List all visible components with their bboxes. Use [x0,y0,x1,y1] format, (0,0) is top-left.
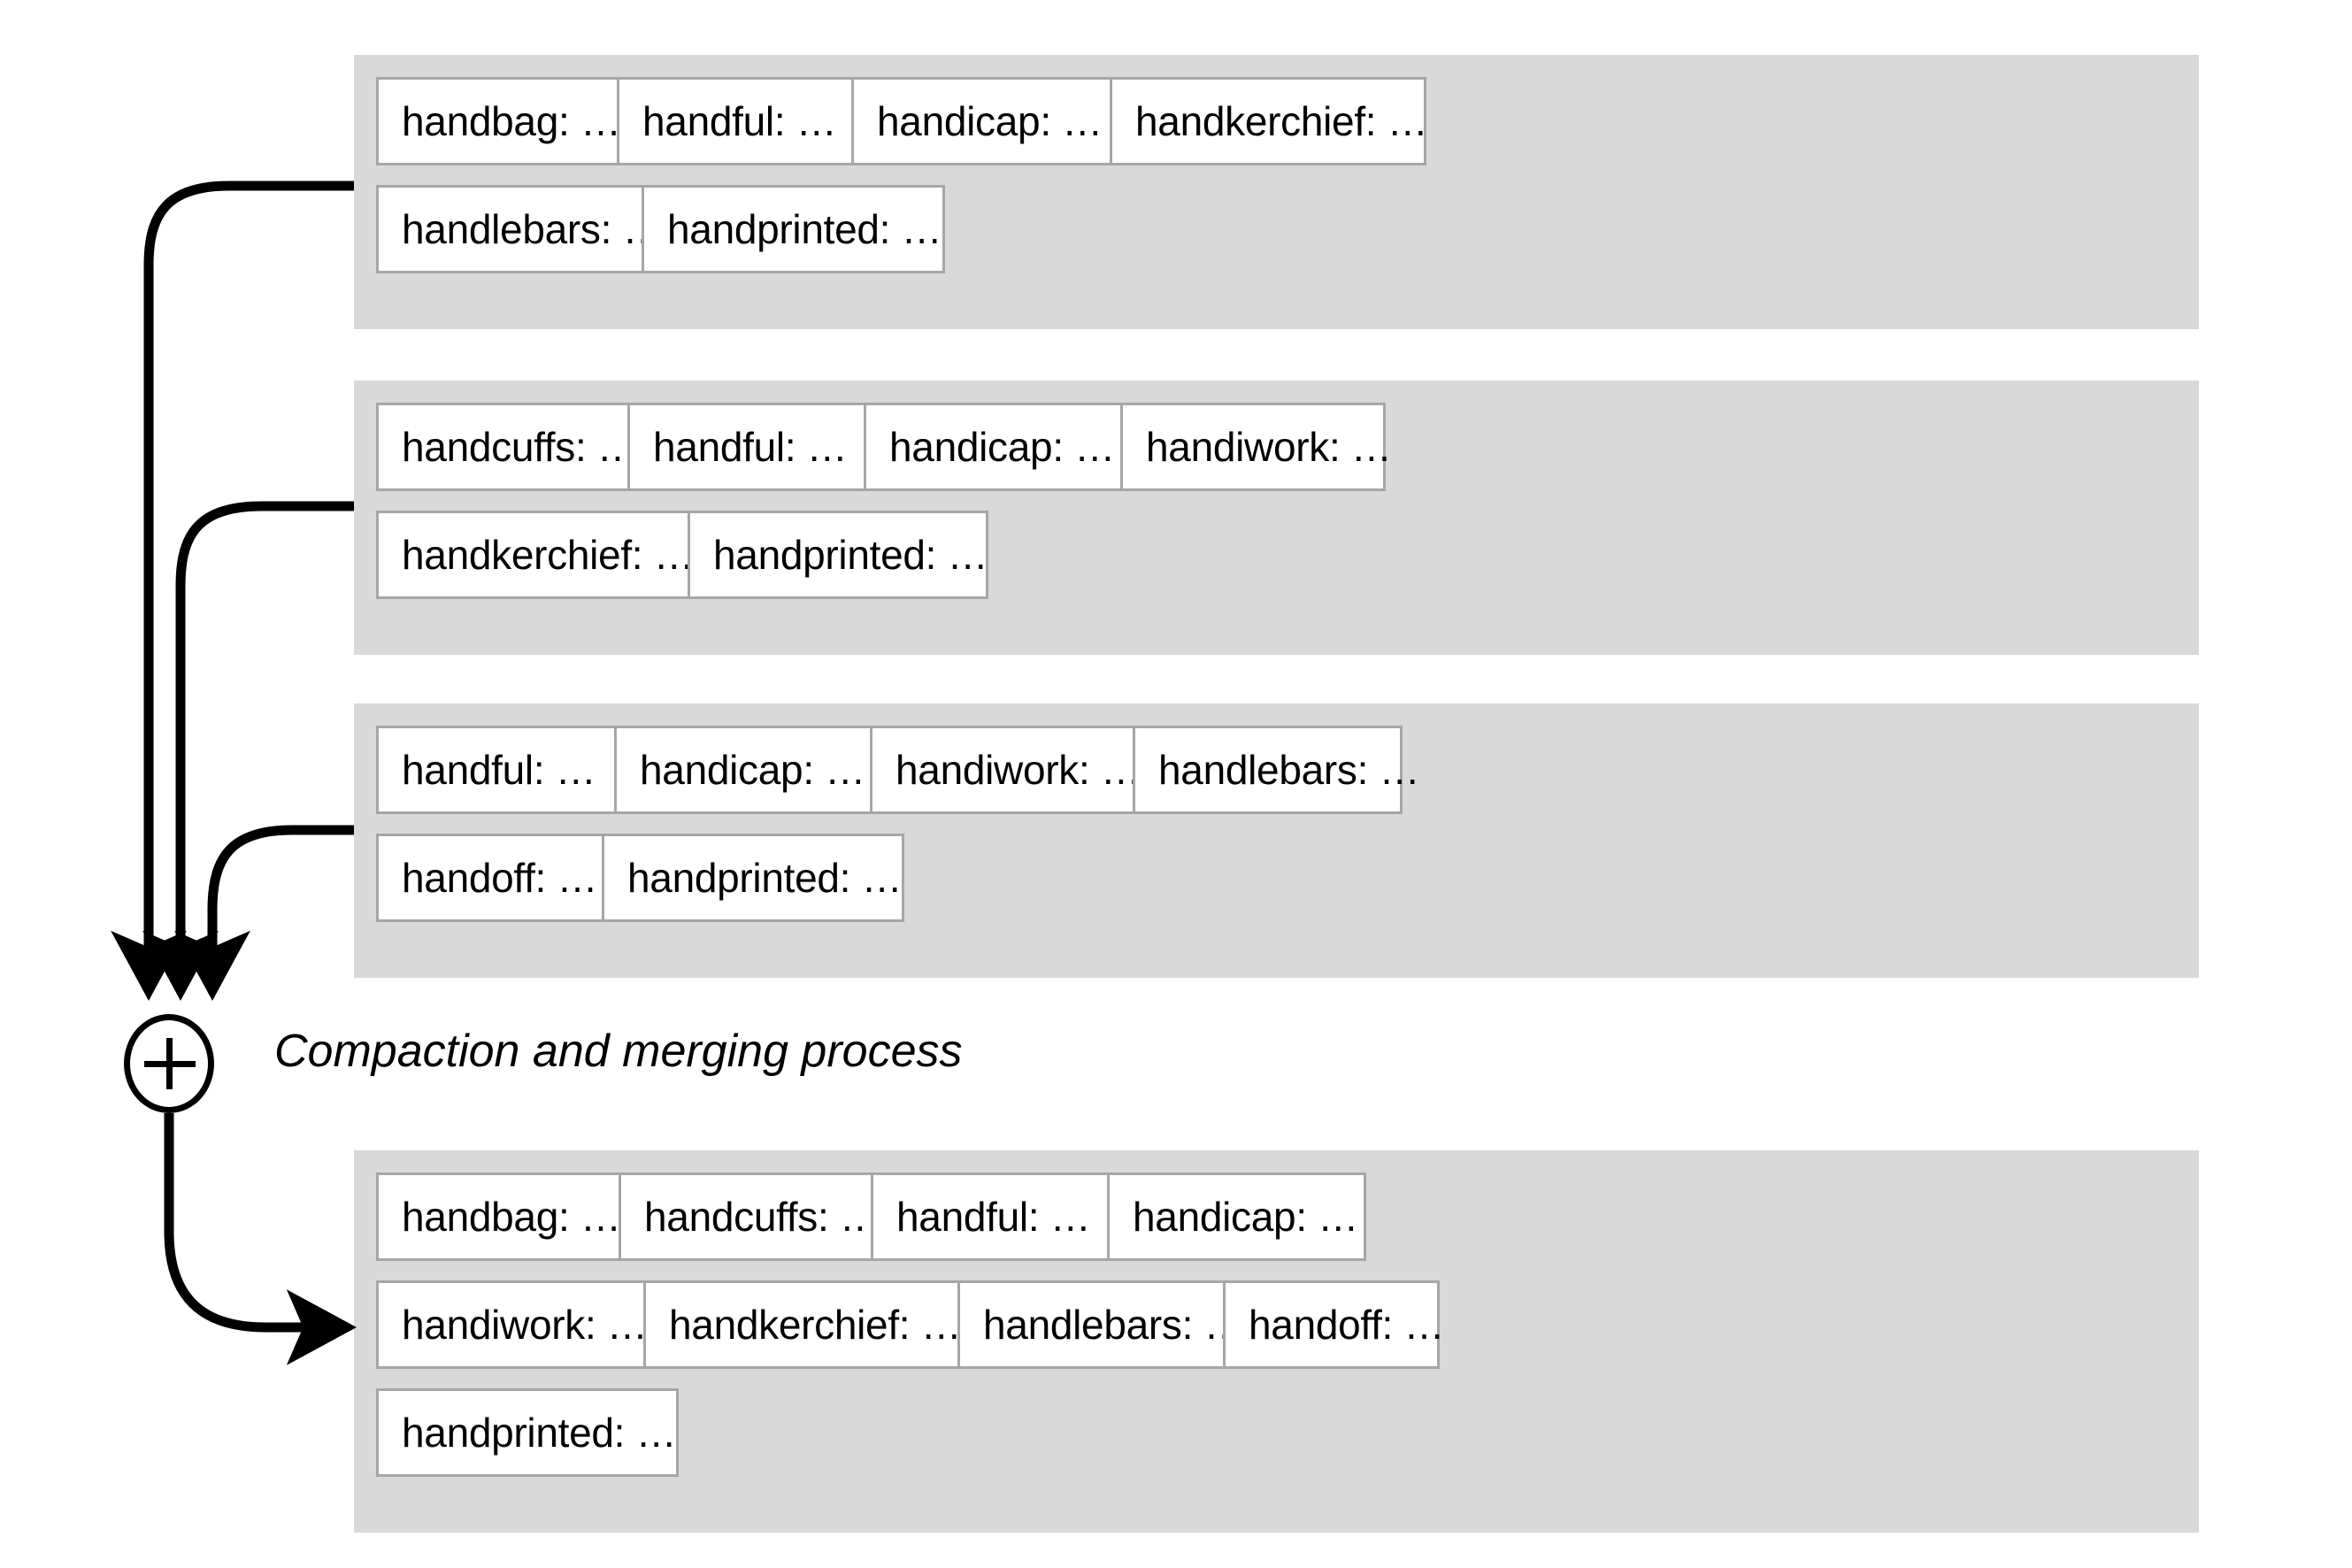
table-row: handoff: … handprinted: … [376,834,2177,922]
list-item[interactable]: handful: … [617,77,854,165]
table-row: handkerchief: … handprinted: … [376,511,2177,599]
list-item[interactable]: handbag: … [376,1172,621,1261]
table-row: handbag: … handful: … handicap: … handke… [376,77,2177,165]
list-item[interactable]: handkerchief: … [643,1280,962,1369]
list-item[interactable]: handkerchief: … [376,511,695,599]
list-item[interactable]: handbag: … [376,77,621,165]
table-row: handiwork: … handkerchief: … handlebars:… [376,1280,2177,1369]
list-item[interactable]: handful: … [871,1172,1110,1261]
list-item[interactable]: handlebars: … [957,1280,1245,1369]
segment-3-band: handful: … handicap: … handiwork: … hand… [354,703,2199,978]
arrow-segment-1-to-merge [111,181,354,1002]
list-item[interactable]: handoff: … [1223,1280,1445,1369]
list-item[interactable]: handiwork: … [376,1280,648,1369]
list-item[interactable]: handlebars: … [376,185,664,273]
segment-1-label: Segment 1 [2287,55,2352,329]
table-row: handprinted: … [376,1388,2177,1477]
arrow-segment-3-to-merge [174,825,354,1002]
segment-3-label: Segment 3 [2287,703,2352,978]
table-row: handful: … handicap: … handiwork: … hand… [376,726,2177,814]
list-item[interactable]: handcuffs: … [376,403,638,491]
process-label: Compaction and merging process [274,1026,963,1077]
table-row: handcuffs: … handful: … handicap: … hand… [376,403,2177,491]
list-item[interactable]: handicap: … [614,726,872,814]
list-item[interactable]: handicap: … [1107,1172,1366,1261]
arrow-segment-2-to-merge [142,501,354,1002]
segment-1-band: handbag: … handful: … handicap: … handke… [354,55,2199,329]
list-item[interactable]: handlebars: … [1133,726,1420,814]
list-item[interactable]: handcuffs: … [619,1172,880,1261]
list-item[interactable]: handprinted: … [376,1388,679,1477]
segment-2-label: Segment 2 [2287,380,2352,655]
segment-2-rows: handcuffs: … handful: … handicap: … hand… [376,403,2177,633]
list-item[interactable]: handoff: … [376,834,604,922]
segment-3-rows: handful: … handicap: … handiwork: … hand… [376,726,2177,956]
merge-plus-node[interactable] [124,1014,214,1113]
segment-1-rows: handbag: … handful: … handicap: … handke… [376,77,2177,307]
list-item[interactable]: handprinted: … [688,511,988,599]
merged-segment-rows: handbag: … handcuffs: … handful: … handi… [376,1172,2177,1510]
list-item[interactable]: handkerchief: … [1110,77,1428,165]
list-item[interactable]: handicap: … [864,403,1123,491]
table-row: handlebars: … handprinted: … [376,185,2177,273]
list-item[interactable]: handful: … [376,726,617,814]
merged-segment-label: Merged 1, 2, 3 [2287,1150,2352,1533]
arrow-merge-to-merged [164,1113,357,1365]
list-item[interactable]: handiwork: … [870,726,1141,814]
list-item[interactable]: handful: … [627,403,866,491]
merged-segment-band: handbag: … handcuffs: … handful: … handi… [354,1150,2199,1533]
segment-2-band: handcuffs: … handful: … handicap: … hand… [354,380,2199,655]
list-item[interactable]: handiwork: … [1120,403,1392,491]
list-item[interactable]: handicap: … [851,77,1112,165]
list-item[interactable]: handprinted: … [642,185,945,273]
table-row: handbag: … handcuffs: … handful: … handi… [376,1172,2177,1261]
list-item[interactable]: handprinted: … [602,834,904,922]
